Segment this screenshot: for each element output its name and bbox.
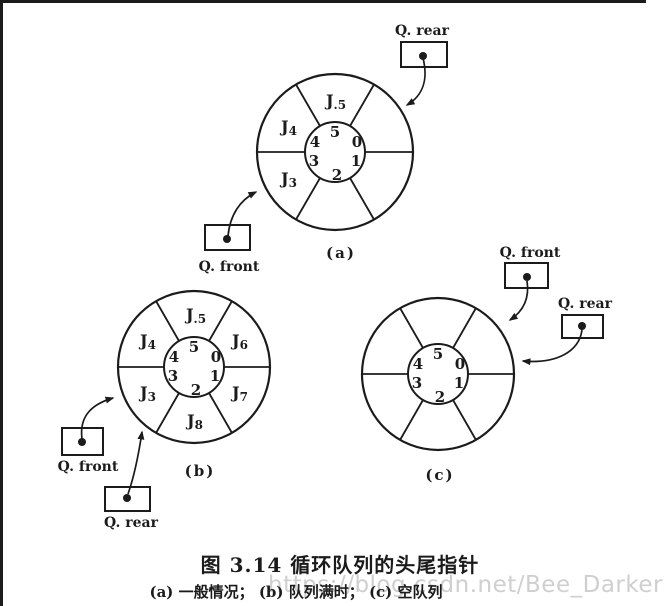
slot-numbers: 5 0 1 2 3 4 <box>309 123 362 184</box>
sector-label-j3: J3 <box>279 169 297 190</box>
q-rear-dot <box>578 322 586 330</box>
q-rear-dot <box>123 494 131 502</box>
slot-number-2: 2 <box>435 388 445 406</box>
sector-label-sub: .5 <box>194 312 207 326</box>
slot-number-3: 3 <box>309 152 319 170</box>
sector-dividers <box>362 307 514 441</box>
q-front-box <box>204 224 251 251</box>
q-rear-label: Q. rear <box>395 23 450 39</box>
slot-number-2: 2 <box>191 381 201 399</box>
figure-caption-subtitle: (a) 一般情况； (b) 队列满时； (c) 空队列 <box>149 583 442 601</box>
q-front-label: Q. front <box>58 459 119 475</box>
sector-label-j5: J.5 <box>324 91 346 112</box>
sector-label-j7: J7 <box>230 383 248 404</box>
slot-number-5: 5 <box>433 345 443 363</box>
slot-number-4: 4 <box>413 355 423 373</box>
sector-divider <box>295 84 321 127</box>
sector-label-j4: J4 <box>279 117 297 138</box>
sector-divider <box>295 177 321 220</box>
sector-divider <box>155 392 180 434</box>
sector-label-sub: 3 <box>148 390 156 404</box>
diagram-a: J.5 J4 J3 5 0 1 2 3 4 Q. rear Q. front (… <box>199 23 450 275</box>
sector-divider <box>208 300 233 342</box>
slot-number-3: 3 <box>168 367 178 385</box>
slot-number-0: 0 <box>211 348 221 366</box>
watermark-text: https://blog.csdn.net/Bee_Darker <box>268 572 663 598</box>
slot-number-4: 4 <box>169 348 179 366</box>
sector-label-main: J <box>138 383 148 402</box>
q-rear-label: Q. rear <box>558 296 613 312</box>
q-front-label: Q. front <box>500 245 561 261</box>
q-rear-arrow <box>521 329 583 366</box>
sector-divider <box>452 307 477 349</box>
slot-number-0: 0 <box>455 355 465 373</box>
q-rear-box <box>104 486 151 512</box>
sector-label-j5: J.5 <box>184 305 206 326</box>
sector-label-main: J <box>324 91 334 110</box>
slot-number-5: 5 <box>330 123 340 141</box>
sector-dividers <box>257 84 413 220</box>
q-rear-arrow <box>405 57 426 106</box>
sector-label-main: J <box>185 411 195 430</box>
q-front-box <box>504 262 549 289</box>
slot-number-5: 5 <box>189 338 199 356</box>
sector-label-sub: 4 <box>148 338 156 352</box>
sector-label-main: J <box>279 117 289 136</box>
sector-divider <box>208 392 233 434</box>
sector-label-sub: 6 <box>240 338 248 352</box>
sector-label-sub: .5 <box>334 98 347 112</box>
slot-number-2: 2 <box>332 166 342 184</box>
q-front-label: Q. front <box>199 259 260 275</box>
slot-number-3: 3 <box>412 374 422 392</box>
q-front-dot <box>78 438 86 446</box>
diagram-c: 5 0 1 2 3 4 Q. front Q. rear (c) <box>360 245 613 484</box>
q-rear-box <box>561 314 604 339</box>
sector-divider <box>399 307 424 349</box>
q-front-arrow <box>80 396 115 440</box>
q-rear-dot <box>419 52 427 60</box>
slot-number-4: 4 <box>310 133 320 151</box>
sector-label-main: J <box>230 383 240 402</box>
sector-label-sub: 4 <box>289 124 297 138</box>
q-rear-label: Q. rear <box>104 515 159 531</box>
sector-label-j3: J3 <box>138 383 156 404</box>
slot-number-1: 1 <box>351 152 361 170</box>
slot-numbers: 5 0 1 2 3 4 <box>168 338 221 399</box>
sector-label-sub: 7 <box>240 390 248 404</box>
diagram-caption-c: (c) <box>425 466 454 484</box>
sector-label-main: J <box>230 331 240 350</box>
q-front-dot <box>523 273 531 281</box>
sector-label-main: J <box>184 305 194 324</box>
sector-label-main: J <box>138 331 148 350</box>
sector-divider <box>349 84 375 127</box>
q-rear-arrow <box>127 430 145 495</box>
q-front-arrow <box>508 280 529 321</box>
slot-numbers: 5 0 1 2 3 4 <box>412 345 465 406</box>
slot-number-1: 1 <box>210 367 220 385</box>
slot-number-1: 1 <box>454 374 464 392</box>
sector-label-j8: J8 <box>185 411 203 432</box>
sector-divider <box>452 399 477 441</box>
sector-dividers <box>118 300 270 434</box>
figure-caption-title: 图 3.14 循环队列的头尾指针 <box>201 553 480 577</box>
sector-divider <box>399 399 424 441</box>
slot-number-0: 0 <box>352 133 362 151</box>
sector-divider <box>155 300 180 342</box>
sector-label-j4: J4 <box>138 331 156 352</box>
sector-label-sub: 3 <box>289 176 297 190</box>
diagram-b: J.5 J4 J6 J3 J7 J8 5 0 1 2 3 4 Q. front … <box>58 289 272 531</box>
sector-divider <box>349 177 375 220</box>
sector-label-sub: 8 <box>195 418 203 432</box>
sector-label-j6: J6 <box>230 331 248 352</box>
sector-label-main: J <box>279 169 289 188</box>
q-front-arrow <box>227 191 258 237</box>
diagram-caption-a: (a) <box>326 244 356 262</box>
diagram-caption-b: (b) <box>185 462 216 480</box>
q-front-dot <box>223 235 231 243</box>
